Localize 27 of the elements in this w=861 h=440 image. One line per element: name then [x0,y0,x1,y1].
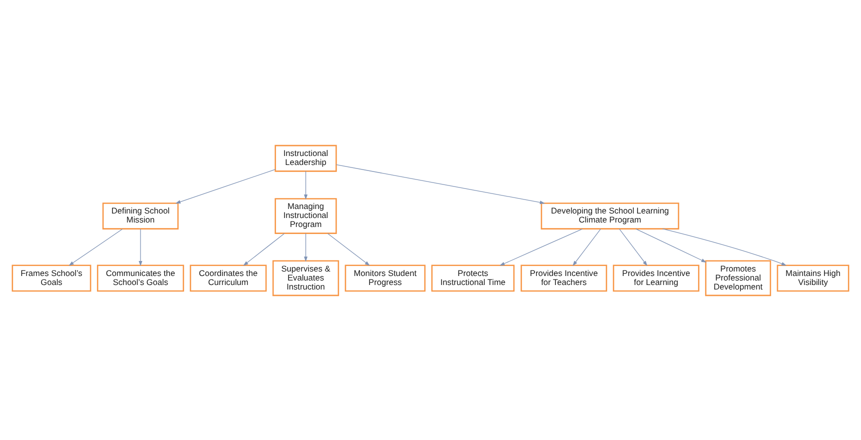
arrow [619,228,648,266]
node-box: Coordinates the Curriculum [190,264,267,292]
node-box: Provides Incentive for Teachers [520,264,608,292]
arrow [662,228,787,266]
arrow [138,228,142,266]
node-box: Monitors Student Progress [344,264,426,292]
arrow [572,228,601,266]
arrow [243,232,285,266]
arrow [175,168,276,204]
arrow [327,232,370,266]
arrow [68,228,123,266]
node-box: Developing the School Learning Climate Program [540,202,680,229]
node-box: Supervises & Evaluates Instruction [272,260,340,296]
node-box: Protects Instructional Time [431,264,515,292]
node-box: Communicates the School’s Goals [96,264,184,292]
node-box: Provides Incentive for Learning [612,264,700,292]
arrow [500,228,583,266]
node-box: Frames School’s Goals [12,264,92,292]
arrow [336,164,545,204]
arrow [636,228,706,262]
node-box: Defining School Mission [102,202,179,229]
node-box: Managing Instructional Program [274,198,337,234]
arrow [304,232,308,262]
node-box: Maintains High Visibility [776,264,850,292]
arrow [304,170,308,200]
node-box: Promotes Professional Development [705,260,772,296]
node-box: Instructional Leadership [274,144,337,172]
